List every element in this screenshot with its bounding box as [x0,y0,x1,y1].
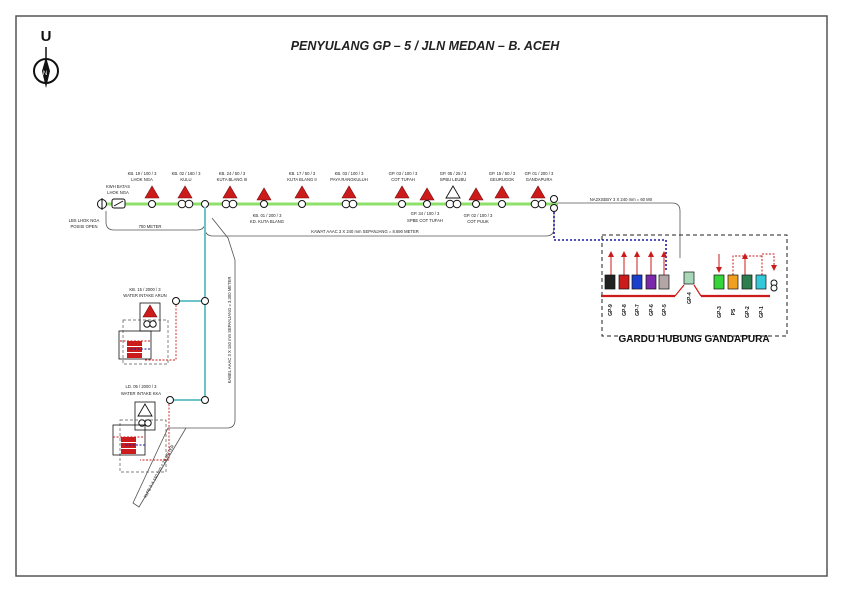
gp15-code: GP. 15 / 50 / 3 [489,171,516,176]
main-cable-label: KAWAT AAAC 3 X 240 mm SEPANJANG = 8.690 … [311,229,419,234]
gardu-title: GARDU HUBUNG GANDAPURA [618,334,769,345]
kb15-code: KB. 15 / 2000 / 3 [129,287,161,292]
kb17-name: KUTA BLANG II [287,177,316,182]
substation-gp15[interactable]: GP. 15 / 50 / 3 GEURUGOK [489,171,516,208]
cell-gp5[interactable] [658,274,670,290]
north-arrow: U N [33,28,59,88]
branch-node-1 [201,297,209,305]
kb03-code: KB. 03 / 100 / 3 [335,171,365,176]
gardu-outline [601,234,788,337]
substation-gp03[interactable]: GP. 03 / 100 / 3 COT TUFAH [389,171,418,208]
gp01-name: GANDAPURA [526,177,553,182]
cell-gp7[interactable] [631,274,643,290]
cell-label-gp6: GP-6 [649,304,655,316]
kb01-name: KD. KUTA BLANG [250,219,284,224]
substation-kb01[interactable]: KB. 01 / 200 / 3 KD. KUTA BLANG [250,187,284,224]
lbs-label-2: POSISI OPEN [71,224,98,229]
substation-kb17[interactable]: KB. 17 / 50 / 3 KUTA BLANG II [287,171,317,208]
substation-gp05[interactable]: GP. 05 / 25 / 3 SPBU LEUBU [440,171,467,209]
kwh-batas-label: KWH BATAS [106,184,130,189]
cell-gp1[interactable] [755,274,767,290]
gp02-code: GP. 02 / 100 / 3 [464,213,493,218]
kwh-batas-label-2: LHOK NGA [107,190,129,195]
north-letter: U [41,28,52,45]
substation-kb19[interactable]: KB. 19 / 100 / 3 LHOK NGA [128,171,160,208]
gp34-name: SPBE COT TUFAH [407,218,443,223]
station-water-intake-kka[interactable]: LD. 05 / 2000 / 3 WATER INTAKE KKA [112,384,170,473]
drawing-frame [15,15,828,577]
kb24-name: KUTA BLANG III [217,177,248,182]
north-badge: N [43,71,47,77]
kb24-code: KB. 24 / 50 / 3 [219,171,246,176]
cell-label-gp9: GP-9 [608,304,614,316]
substation-gp01[interactable]: GP. 01 / 200 / 3 GANDAPURA [525,171,554,209]
gp34-code: GP. 34 / 100 / 3 [411,211,440,216]
cell-label-gp3: GP-3 [717,306,723,318]
cell-gp9[interactable] [604,274,616,290]
end-switch[interactable] [550,195,558,212]
branch-node-kka [166,396,174,404]
gp03-name: COT TUFAH [391,177,415,182]
cell-gp2[interactable] [741,274,753,290]
link-cable-label: NA2XSEBY 3 X 240 mm = 60 Mtr [590,197,653,202]
cell-label-gp1: GP-1 [759,306,765,318]
substation-gp02[interactable]: GP. 02 / 100 / 3 COT PUUK [464,187,493,224]
branch-node-2 [201,396,209,404]
gp03-code: GP. 03 / 100 / 3 [389,171,418,176]
station-water-intake-arun[interactable]: KB. 15 / 2000 / 3 WATER INTAKE ARUN [118,287,177,365]
source-group: KWH BATAS LHOK NGA LBS LHOK NGA POSISI O… [69,184,131,229]
blue-link-cable [553,212,667,270]
substation-kb24[interactable]: KB. 24 / 50 / 3 KUTA BLANG III [217,171,248,209]
cell-gp6[interactable] [645,274,657,290]
substation-gp34[interactable]: GP. 34 / 100 / 3 SPBE COT TUFAH [407,187,443,223]
gp01-code: GP. 01 / 200 / 3 [525,171,554,176]
kb19-code: KB. 19 / 100 / 3 [128,171,158,176]
kb03-name: PAYA RANGKULUH [330,177,367,182]
cell-label-gp8: GP-8 [622,304,628,316]
cell-gp8[interactable] [618,274,630,290]
substation-kb03[interactable]: KB. 03 / 100 / 3 PAYA RANGKULUH [330,171,368,209]
kb17-code: KB. 17 / 50 / 3 [289,171,316,176]
cell-label-gp5: GP-5 [662,304,668,316]
branch-cable-outline [132,217,236,508]
xlpe-cable-label: XLPE 3 X 150 mm = 20 METER [142,444,174,499]
substation-kb02[interactable]: KB. 02 / 160 / 3 KULU [172,171,202,209]
teal-branch [166,207,209,404]
kb19-name: LHOK NGA [131,177,153,182]
cell-gp3[interactable] [713,274,725,290]
kb02-name: KULU [180,177,191,182]
span-700-label: 700 METER [139,224,162,229]
branch-cable-label: KABEL AAAC 3 X 150 mm SEPANJANG = 3.300 … [227,277,232,384]
gp05-name: SPBU LEUBU [440,177,467,182]
branch-node-arun [172,297,180,305]
ld05-code: LD. 05 / 2000 / 3 [126,384,158,389]
link-cable-outline [558,202,681,258]
gardu-hubung: GARDU HUBUNG GANDAPURA GP-9 GP-8 [601,234,788,345]
cell-gp4[interactable] [683,271,695,285]
cell-label-gp4: GP-4 [687,292,693,304]
kb01-code: KB. 01 / 200 / 3 [253,213,283,218]
page-title: PENYULANG GP – 5 / JLN MEDAN – B. ACEH [291,39,561,53]
kb15-name: WATER INTAKE ARUN [123,293,166,298]
kb02-code: KB. 02 / 160 / 3 [172,171,202,176]
ld05-name: WATER INTAKE KKA [121,391,161,396]
cell-label-gp2: GP-2 [745,306,751,318]
branch-junction [201,200,209,208]
lbs-label: LBS LHOK NGA [69,218,100,223]
cell-label-gp7: GP-7 [635,304,641,316]
gp02-name: COT PUUK [467,219,489,224]
cell-label-ps: PS [731,308,737,315]
gp15-name: GEURUGOK [490,177,515,182]
cell-ps[interactable] [727,274,739,290]
gp05-code: GP. 05 / 25 / 3 [440,171,467,176]
